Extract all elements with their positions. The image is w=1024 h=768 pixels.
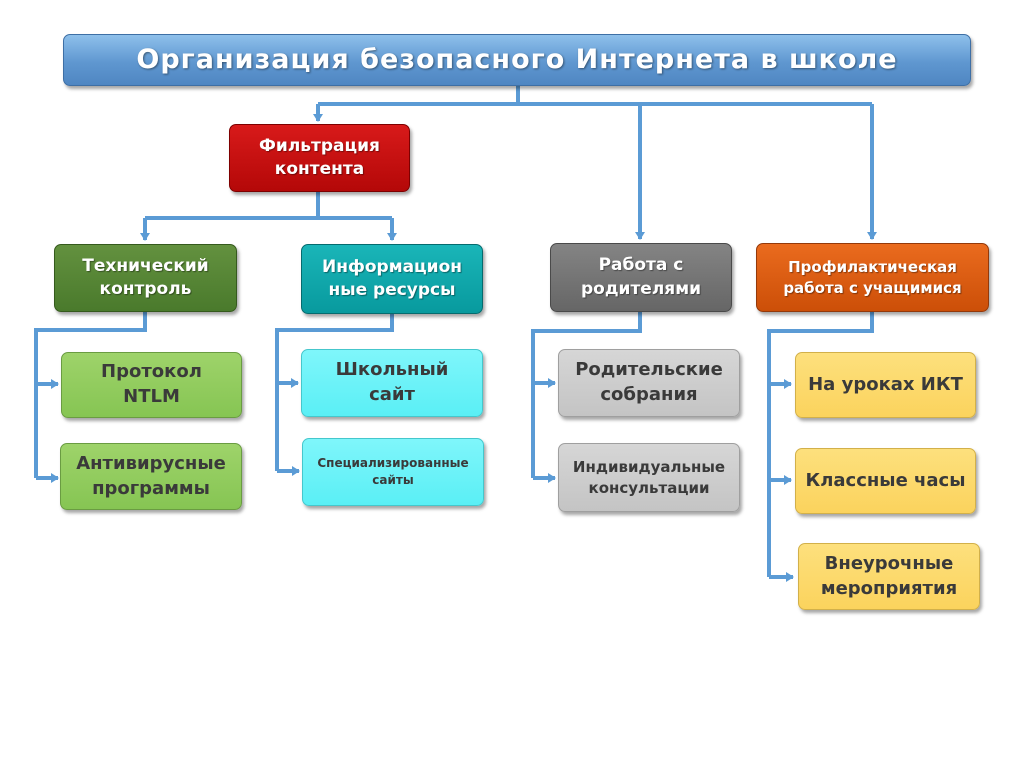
node-prevention-work: Профилактическая работа с учащимися [756, 243, 989, 312]
node-information-resources: Информацион ные ресурсы [301, 244, 483, 314]
node-ict-lessons-line1: На уроках ИКТ [808, 373, 963, 395]
node-antivirus-programs: Антивирусные программы [60, 443, 242, 510]
node-school-site: Школьный сайт [301, 349, 483, 417]
node-class-hours: Классные часы [795, 448, 976, 514]
node-school-site-line1: Школьный [335, 359, 449, 381]
node-extracurricular-events: Внеурочные мероприятия [798, 543, 980, 610]
node-content-filtering-line1: Фильтрация [259, 135, 380, 156]
node-extracurricular-events-line1: Внеурочные [824, 552, 954, 574]
node-ict-lessons: На уроках ИКТ [795, 352, 976, 418]
node-individual-consultations: Индивидуальные консультации [558, 443, 740, 512]
technical-bracket [34, 312, 147, 478]
node-specialized-sites: Специализированные сайты [302, 438, 484, 506]
node-technical-control-line1: Технический [82, 255, 209, 276]
node-information-resources-line1: Информацион [322, 256, 462, 277]
node-ntlm-protocol: Протокол NTLM [61, 352, 242, 418]
node-specialized-sites-line2: сайты [372, 473, 414, 487]
node-antivirus-programs-line1: Антивирусные [76, 452, 226, 474]
node-work-with-parents: Работа с родителями [550, 243, 732, 312]
node-parent-meetings: Родительские собрания [558, 349, 740, 417]
node-information-resources-line2: ные ресурсы [328, 280, 456, 300]
node-prevention-work-line1: Профилактическая [788, 257, 957, 276]
node-extracurricular-events-line2: мероприятия [820, 577, 958, 599]
node-ntlm-protocol-line1: Протокол [101, 361, 202, 383]
diagram-title: Организация безопасного Интернета в школ… [63, 34, 971, 86]
node-technical-control: Технический контроль [54, 244, 237, 312]
node-prevention-work-line2: работа с учащимися [783, 278, 962, 297]
node-individual-consultations-line1: Индивидуальные [572, 457, 726, 476]
node-antivirus-programs-line2: программы [92, 477, 210, 499]
node-individual-consultations-line2: консультации [588, 478, 710, 497]
info-bracket [275, 314, 394, 471]
node-technical-control-line2: контроль [99, 279, 192, 299]
prevention-bracket [767, 312, 874, 577]
node-work-with-parents-line1: Работа с [598, 255, 684, 276]
node-parent-meetings-line1: Родительские [575, 359, 723, 381]
node-ntlm-protocol-line2: NTLM [123, 386, 180, 407]
node-content-filtering: Фильтрация контента [229, 124, 410, 192]
diagram-title-text: Организация безопасного Интернета в школ… [136, 44, 898, 76]
node-class-hours-line1: Классные часы [805, 469, 966, 491]
node-school-site-line2: сайт [369, 384, 415, 405]
node-work-with-parents-line2: родителями [580, 278, 702, 299]
node-content-filtering-line2: контента [274, 159, 365, 179]
node-specialized-sites-line1: Специализированные [317, 456, 469, 471]
node-parent-meetings-line2: собрания [600, 384, 698, 405]
parents-bracket [531, 312, 642, 478]
